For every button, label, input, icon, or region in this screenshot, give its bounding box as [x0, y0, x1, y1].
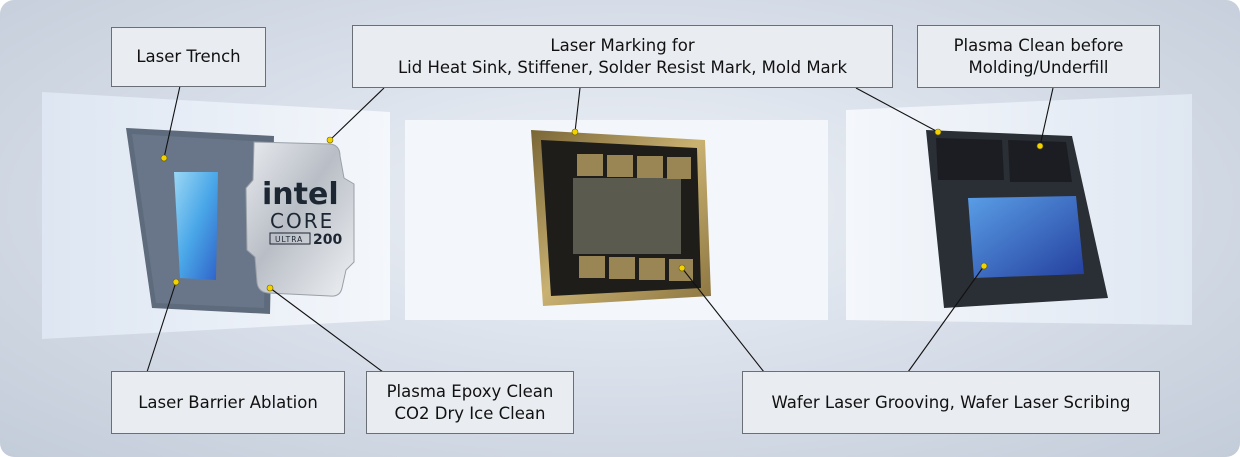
callout-wafer-grooving: Wafer Laser Grooving, Wafer Laser Scribi… — [742, 371, 1160, 434]
brand-text: intel — [262, 177, 339, 212]
callout-text: CO2 Dry Ice Clean — [394, 403, 546, 423]
blue-die-right — [968, 196, 1084, 278]
callout-text: Plasma Epoxy Clean — [386, 381, 554, 401]
left-panel — [42, 92, 390, 339]
callout-laser-trench: Laser Trench — [111, 27, 266, 87]
series-text: 200 — [313, 232, 342, 248]
blue-die — [174, 172, 218, 280]
callout-text: Molding/Underfill — [968, 57, 1109, 77]
marker-wafer-right — [980, 262, 988, 270]
middle-panel — [405, 120, 828, 320]
callout-text: Lid Heat Sink, Stiffener, Solder Resist … — [397, 57, 848, 77]
callout-text: Laser Trench — [136, 47, 241, 66]
marker-laser-trench — [160, 154, 168, 162]
tier-box — [269, 232, 311, 245]
right-panel — [846, 94, 1192, 325]
callout-text: Wafer Laser Grooving, Wafer Laser Scribi… — [771, 392, 1131, 412]
product-text: CORE — [270, 209, 334, 233]
marker-wafer-middle — [678, 264, 686, 272]
compute-die — [573, 178, 681, 254]
marker-barrier — [172, 278, 180, 286]
marker-mold — [934, 128, 942, 136]
callout-laser-barrier-ablation: Laser Barrier Ablation — [111, 371, 345, 434]
memory-block-right — [1008, 140, 1072, 182]
marker-stiffener — [571, 128, 579, 136]
callout-text: Plasma Clean before — [953, 35, 1124, 55]
callout-text: Laser Marking for — [550, 35, 695, 55]
callout-plasma-epoxy: Plasma Epoxy Clean CO2 Dry Ice Clean — [366, 371, 574, 434]
memory-block-left — [936, 138, 1004, 180]
callout-text: Laser Barrier Ablation — [138, 392, 318, 412]
callout-plasma-clean-molding: Plasma Clean before Molding/Underfill — [917, 25, 1160, 88]
tier-text: ULTRA — [275, 235, 303, 244]
heat-spreader-lid — [245, 141, 355, 297]
marker-lid — [326, 136, 334, 144]
callout-laser-marking: Laser Marking for Lid Heat Sink, Stiffen… — [352, 25, 893, 88]
marker-epoxy — [266, 284, 274, 292]
marker-plasma-molding — [1036, 142, 1044, 150]
